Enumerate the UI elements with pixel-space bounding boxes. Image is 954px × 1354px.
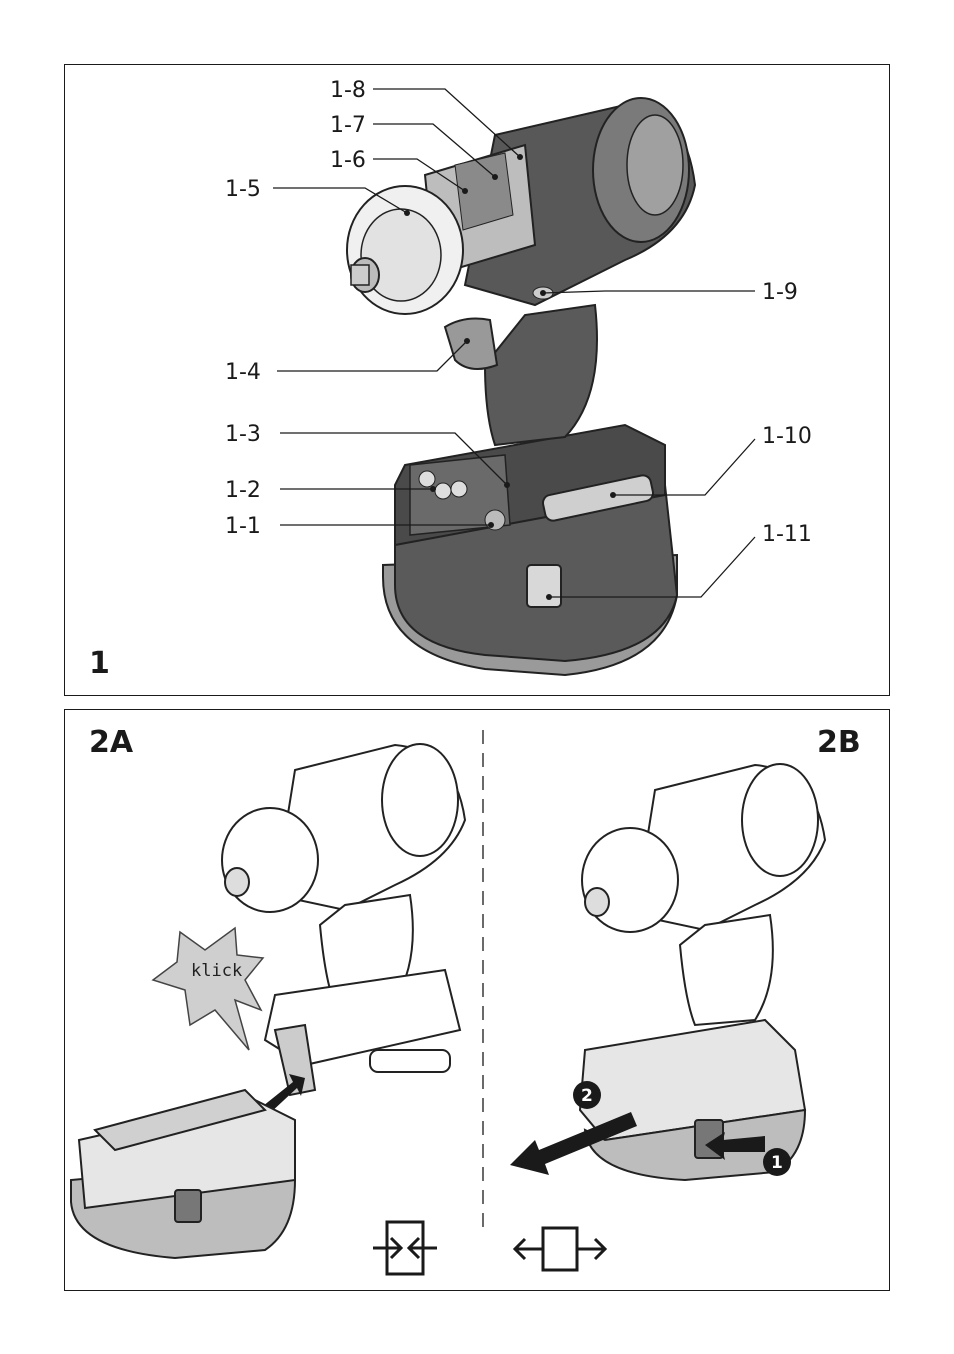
battery-illustration-fig2: 2A 2B klick 2 1: [70, 725, 861, 1276]
klick-text: klick: [191, 961, 242, 981]
insert-arrow: [263, 1074, 305, 1114]
callout-1-1: 1-1: [225, 514, 261, 539]
battery-2a: [70, 1088, 296, 1260]
drill-2b: [578, 763, 827, 1182]
callout-1-5: 1-5: [225, 177, 261, 202]
callout-1-10: 1-10: [762, 424, 812, 449]
callout-1-11: 1-11: [762, 522, 812, 547]
battery-remove-icon: [512, 1226, 608, 1272]
callout-1-4: 1-4: [225, 360, 261, 385]
callout-1-3: 1-3: [225, 422, 261, 447]
figure-1-panel: 1-8 1-7 1-6 1-5 1-9 1-4 1-3 1-10 1-2 1-1…: [64, 64, 890, 696]
figure-2-panel: 2A 2B klick 2 1: [64, 709, 890, 1291]
figure-number: 1: [89, 646, 110, 681]
callout-1-7: 1-7: [330, 113, 366, 138]
drill-illustration-fig1: 1-8 1-7 1-6 1-5 1-9 1-4 1-3 1-10 1-2 1-1…: [89, 78, 812, 681]
step-1-badge: [763, 1148, 791, 1176]
remove-arrow: [510, 1112, 637, 1175]
label-2a: 2A: [89, 725, 134, 760]
step-2-number: 2: [581, 1086, 593, 1106]
battery-insert-icon: [373, 1220, 437, 1276]
step-2-badge: [573, 1081, 601, 1109]
callout-1-6: 1-6: [330, 148, 366, 173]
label-2b: 2B: [817, 725, 861, 760]
drill-2a: [221, 743, 467, 1097]
press-arrow: [705, 1132, 765, 1160]
step-1-number: 1: [771, 1153, 783, 1173]
callout-1-9: 1-9: [762, 280, 798, 305]
callout-1-8: 1-8: [330, 78, 366, 103]
callout-1-2: 1-2: [225, 478, 261, 503]
